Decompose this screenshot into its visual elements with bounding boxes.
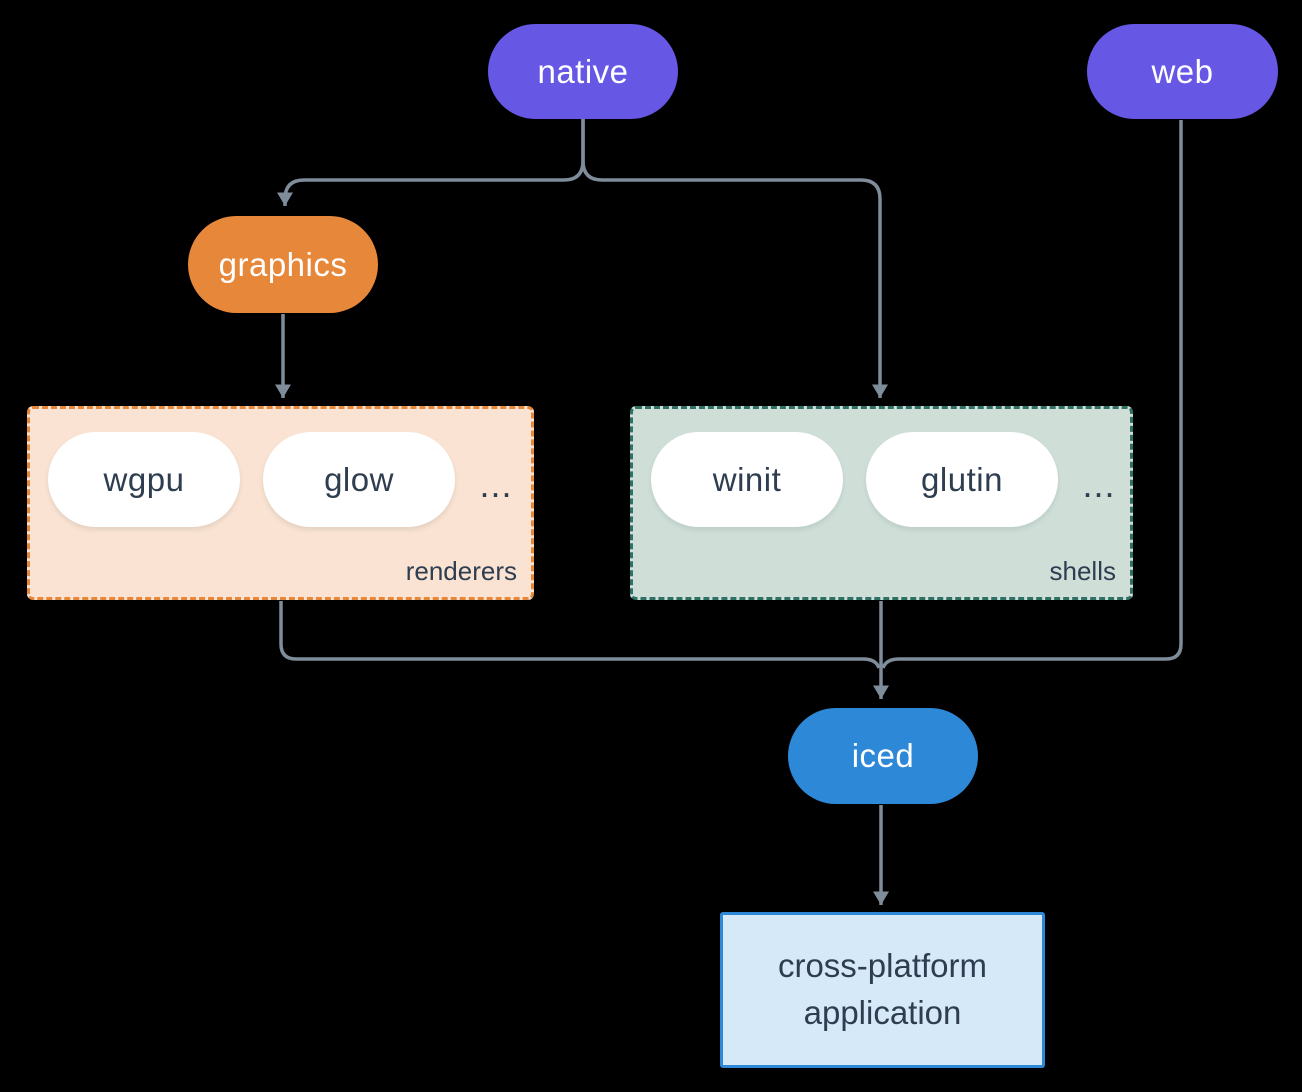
node-wgpu-label: wgpu xyxy=(103,460,185,498)
shells-group-label: shells xyxy=(1049,556,1116,586)
node-web: web xyxy=(1087,24,1278,119)
node-iced-label: iced xyxy=(851,737,915,774)
node-winit: winit xyxy=(651,432,843,527)
node-glutin-label: glutin xyxy=(921,460,1003,498)
node-graphics-label: graphics xyxy=(218,245,348,283)
node-glow: glow xyxy=(263,432,455,527)
node-wgpu: wgpu xyxy=(48,432,240,527)
node-native-label: native xyxy=(537,52,629,90)
node-application-label: cross-platform application xyxy=(777,947,988,1031)
node-iced: iced xyxy=(788,708,978,804)
edge-native-graphics xyxy=(277,119,585,206)
node-graphics: graphics xyxy=(188,216,378,313)
node-winit-label: winit xyxy=(712,460,782,498)
node-cross-platform-application: cross-platform application xyxy=(720,912,1045,1068)
node-glow-label: glow xyxy=(324,460,394,498)
node-glutin: glutin xyxy=(866,432,1058,527)
renderers-group-label: renderers xyxy=(405,556,517,586)
node-native: native xyxy=(488,24,678,119)
group-renderers: wgpu glow ... renderers xyxy=(27,406,534,600)
edge-web-bus xyxy=(881,120,1183,669)
node-web-label: web xyxy=(1151,52,1214,90)
edge-native-shells xyxy=(581,119,888,398)
group-shells: winit glutin ... shells xyxy=(630,406,1133,600)
edge-renderers-bus xyxy=(279,601,881,669)
shells-ellipsis: ... xyxy=(1082,464,1116,505)
renderers-ellipsis: ... xyxy=(479,464,513,505)
